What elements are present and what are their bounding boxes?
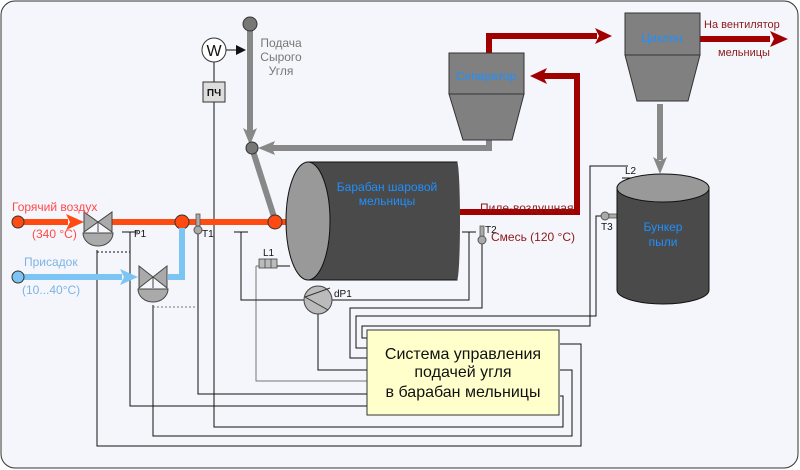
separator [448, 52, 525, 141]
to-fan-line1: На вентилятор [704, 19, 780, 31]
arrow-coal-down [243, 128, 257, 145]
feeder-motor[interactable] [201, 37, 246, 63]
signal-wiring [96, 102, 636, 447]
bunker-label-line2: пыли [649, 235, 678, 249]
mill-drum [285, 161, 460, 281]
hot-air-valve[interactable] [82, 211, 114, 247]
coal-merge-node [245, 141, 259, 155]
drum-label-line2: мельницы [359, 194, 416, 208]
motor-label: W [206, 43, 222, 60]
to-fan-line2: мельницы [718, 47, 770, 59]
dust-bunker [616, 173, 710, 305]
arrow-return-coal [258, 141, 275, 155]
raw-coal-line2: Сырого [260, 50, 302, 64]
wire-dp1-left [240, 232, 308, 301]
wire-freq-converter [213, 102, 564, 428]
freq-converter[interactable] [202, 81, 226, 103]
bunker-label-line1: Бункер [644, 220, 683, 234]
air-mix-node [174, 214, 190, 230]
l2-label: L2 [625, 166, 637, 177]
t3-label: T3 [601, 222, 613, 233]
l1-sensor [258, 258, 278, 269]
cold-air-valve[interactable] [137, 264, 169, 303]
wire-hot-valve [96, 250, 582, 447]
wire-l2 [361, 165, 628, 339]
wire-p1 [129, 232, 368, 407]
arrow-to-bunker [653, 157, 667, 174]
control-system-line2: подачей угля [414, 364, 511, 381]
hot-air-label: Горячий воздух [12, 200, 97, 214]
l1-label: L1 [263, 248, 275, 259]
cold-air-line [18, 228, 185, 285]
cyclone-label: Циклон [641, 31, 682, 45]
control-system-box[interactable] [366, 329, 560, 416]
coal-source-node [242, 16, 258, 32]
control-system-line1: Система управления [385, 346, 541, 363]
wire-t1 [197, 230, 368, 395]
wire-t3 [355, 215, 602, 349]
cold-air-label: Присадок [24, 255, 78, 269]
cyclone [624, 12, 701, 102]
pulp-air-temp: Смесь (120 °C) [491, 230, 575, 244]
wire-cold-valve [152, 305, 573, 437]
hot-air-source-node [11, 215, 25, 229]
cold-air-temp: (10...40°C) [22, 283, 80, 297]
t1-label: T1 [202, 229, 214, 240]
drum-label-line1: Барабан шаровой [337, 180, 437, 194]
wire-dp1-out [317, 314, 368, 371]
p1-label: P1 [134, 229, 147, 240]
dp1-label: dP1 [334, 289, 352, 300]
arrow-to-fan [770, 31, 788, 47]
pulp-air-label: Пиле-воздушная [480, 201, 573, 215]
freq-converter-label: ПЧ [207, 88, 221, 99]
wire-dp1-right [329, 232, 470, 301]
wire-l1 [255, 266, 368, 382]
arrow-to-separator [530, 68, 547, 84]
control-system-line3: в барабан мельницы [386, 384, 541, 401]
coal-air-node [267, 214, 283, 230]
raw-coal-line1: Подача [260, 36, 302, 50]
hot-air-line [18, 214, 290, 230]
hot-air-temp: (340 °C) [32, 227, 77, 241]
dp1-sensor [303, 285, 333, 315]
cold-air-source-node [11, 270, 25, 284]
t1-sensor [193, 213, 203, 235]
arrow-to-cyclone [595, 28, 612, 44]
wire-t2 [349, 243, 483, 359]
separator-label: Сепаратор [456, 69, 517, 83]
raw-coal-line3: Угля [269, 64, 294, 78]
t2-sensor [477, 225, 487, 245]
t2-label: T2 [485, 225, 497, 236]
